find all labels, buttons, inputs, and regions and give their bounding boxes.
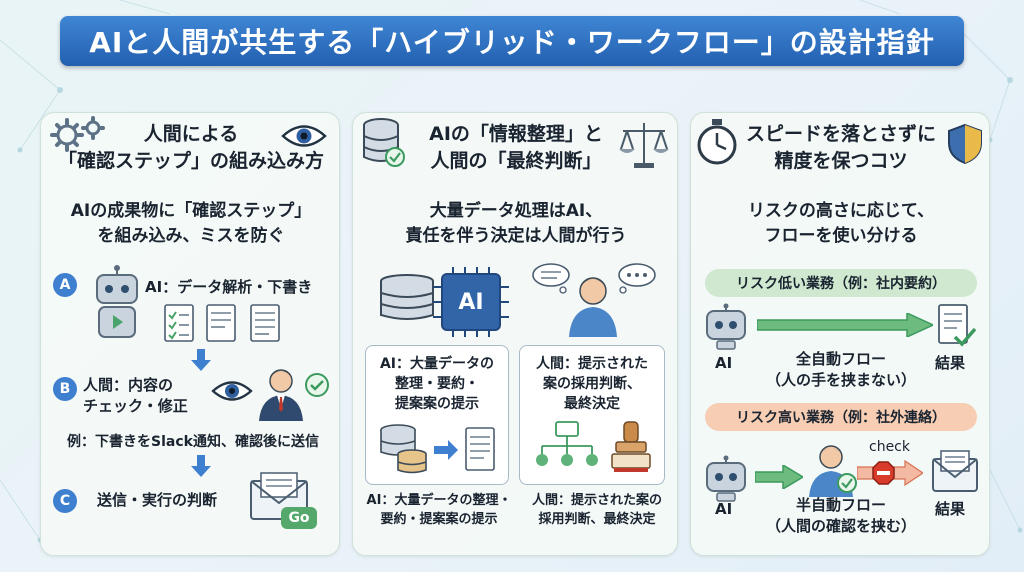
robot-icon bbox=[706, 455, 746, 502]
person-check-icon bbox=[809, 445, 857, 497]
robot-icon bbox=[96, 265, 138, 338]
human-box-line2: 案の採用判断、 bbox=[543, 376, 641, 392]
panel-info-and-decision: AIの「情報整理」と 人間の「最終判断」 大量データ処理はAI、 責任を伴う決定… bbox=[352, 112, 678, 556]
step-b-text-line2: チェック・修正 bbox=[83, 397, 188, 415]
database-icon bbox=[380, 274, 434, 320]
high-risk-flow-line1: 半自動フロー bbox=[795, 496, 886, 514]
low-risk-flow-line1: 全自動フロー bbox=[795, 350, 886, 368]
heading-line1: AIの「情報整理」と bbox=[429, 123, 603, 145]
low-risk-result: 結果 bbox=[935, 354, 966, 372]
scales-icon bbox=[619, 123, 669, 168]
subheading-line1: リスクの高さに応じて、 bbox=[747, 201, 935, 221]
step-a-text: AI：データ解析・下書き bbox=[145, 278, 313, 296]
thinking-person-icon bbox=[532, 263, 656, 337]
low-risk-ai-label: AI bbox=[715, 354, 733, 372]
step-b-badge: B bbox=[53, 377, 77, 401]
step-c-text: 送信・実行の判断 bbox=[97, 491, 218, 509]
document-check-icon bbox=[938, 304, 977, 347]
stop-sign-icon bbox=[857, 459, 923, 487]
ai-task-box: AI：大量データの 整理・要約・ 提案案の提示 bbox=[365, 345, 509, 485]
example-text: 例：下書きをSlack通知、確認後に送信 bbox=[67, 434, 319, 450]
high-risk-label: リスク高い業務（例：社外連絡） bbox=[705, 403, 977, 431]
panel-confirmation-step: 人間による 「確認ステップ」の組み込み方 AIの成果物に「確認ステップ」 を組み… bbox=[40, 112, 340, 556]
low-risk-flow-line2: （人の手を挟まない） bbox=[765, 371, 916, 389]
step-b-text-line1: 人間：内容の bbox=[83, 376, 174, 394]
subheading-line2: を組み込み、ミスを防ぐ bbox=[97, 226, 285, 246]
database-icon bbox=[363, 118, 405, 167]
ai-chip-label: AI bbox=[458, 289, 484, 315]
high-risk-flow-line2: （人間の確認を挟む） bbox=[765, 517, 916, 535]
eye-icon bbox=[211, 381, 253, 401]
high-risk-ai-label: AI bbox=[715, 500, 733, 518]
human-box-line1: 人間：提示された bbox=[536, 356, 648, 372]
human-task-box: 人間：提示された 案の採用判断、 最終決定 bbox=[519, 345, 665, 485]
eye-icon bbox=[281, 125, 327, 147]
step-c-badge: C bbox=[53, 489, 77, 513]
bottom-right-line1: 人間：提示された案の bbox=[531, 493, 662, 508]
heading-line2: 精度を保つコツ bbox=[774, 150, 908, 172]
heading-line1: スピードを落とさずに bbox=[745, 123, 936, 145]
step-a-badge: A bbox=[53, 273, 77, 297]
businessman-icon bbox=[259, 369, 303, 421]
arrow-down-icon bbox=[191, 455, 211, 477]
ai-box-line2: 整理・要約・ bbox=[395, 376, 479, 392]
subheading-line2: フローを使い分ける bbox=[764, 226, 918, 246]
subheading-line1: AIの成果物に「確認ステップ」 bbox=[70, 201, 312, 221]
gear-icon bbox=[50, 116, 105, 152]
panel-speed-and-accuracy: スピードを落とさずに 精度を保つコツ リスクの高さに応じて、 フローを使い分ける… bbox=[690, 112, 990, 556]
check-badge-icon bbox=[305, 373, 329, 397]
bottom-left-line1: AI：大量データの整理・ bbox=[366, 493, 512, 508]
arrow-right-icon bbox=[755, 465, 803, 489]
automation-arrow bbox=[757, 313, 933, 337]
arrow-down-icon bbox=[191, 349, 211, 371]
ai-box-line3: 提案案の提示 bbox=[395, 396, 479, 412]
heading-line1: 人間による bbox=[143, 123, 239, 145]
database-to-document-icon bbox=[380, 424, 495, 474]
heading-line2: 人間の「最終判断」 bbox=[430, 150, 602, 172]
human-box-line3: 最終決定 bbox=[564, 396, 620, 412]
robot-icon bbox=[706, 303, 746, 350]
go-button: Go bbox=[281, 507, 317, 529]
high-risk-result: 結果 bbox=[935, 500, 966, 518]
bottom-left-line2: 要約・提案案の提示 bbox=[380, 512, 498, 527]
stamp-icon bbox=[611, 421, 651, 472]
subheading-line1: 大量データ処理はAI、 bbox=[429, 201, 603, 221]
low-risk-label: リスク低い業務（例：社内要約） bbox=[705, 269, 977, 297]
subheading-line2: 責任を伴う決定は人間が行う bbox=[405, 226, 627, 246]
page-title: AIと人間が共生する「ハイブリッド・ワークフロー」の設計指針 bbox=[60, 16, 964, 66]
shield-icon bbox=[948, 123, 982, 165]
envelope-icon bbox=[932, 450, 978, 492]
flowchart-icon bbox=[536, 421, 651, 472]
checklist-icon bbox=[164, 304, 280, 342]
chip-pins bbox=[433, 267, 509, 337]
bottom-right-line2: 採用判断、最終決定 bbox=[538, 512, 656, 527]
stopwatch-icon bbox=[697, 119, 737, 165]
check-label: check bbox=[869, 439, 910, 455]
ai-chip-icon: AI bbox=[441, 273, 501, 331]
ai-box-line1: AI：大量データの bbox=[379, 356, 495, 372]
heading-line2: 「確認ステップ」の組み込み方 bbox=[57, 150, 324, 172]
